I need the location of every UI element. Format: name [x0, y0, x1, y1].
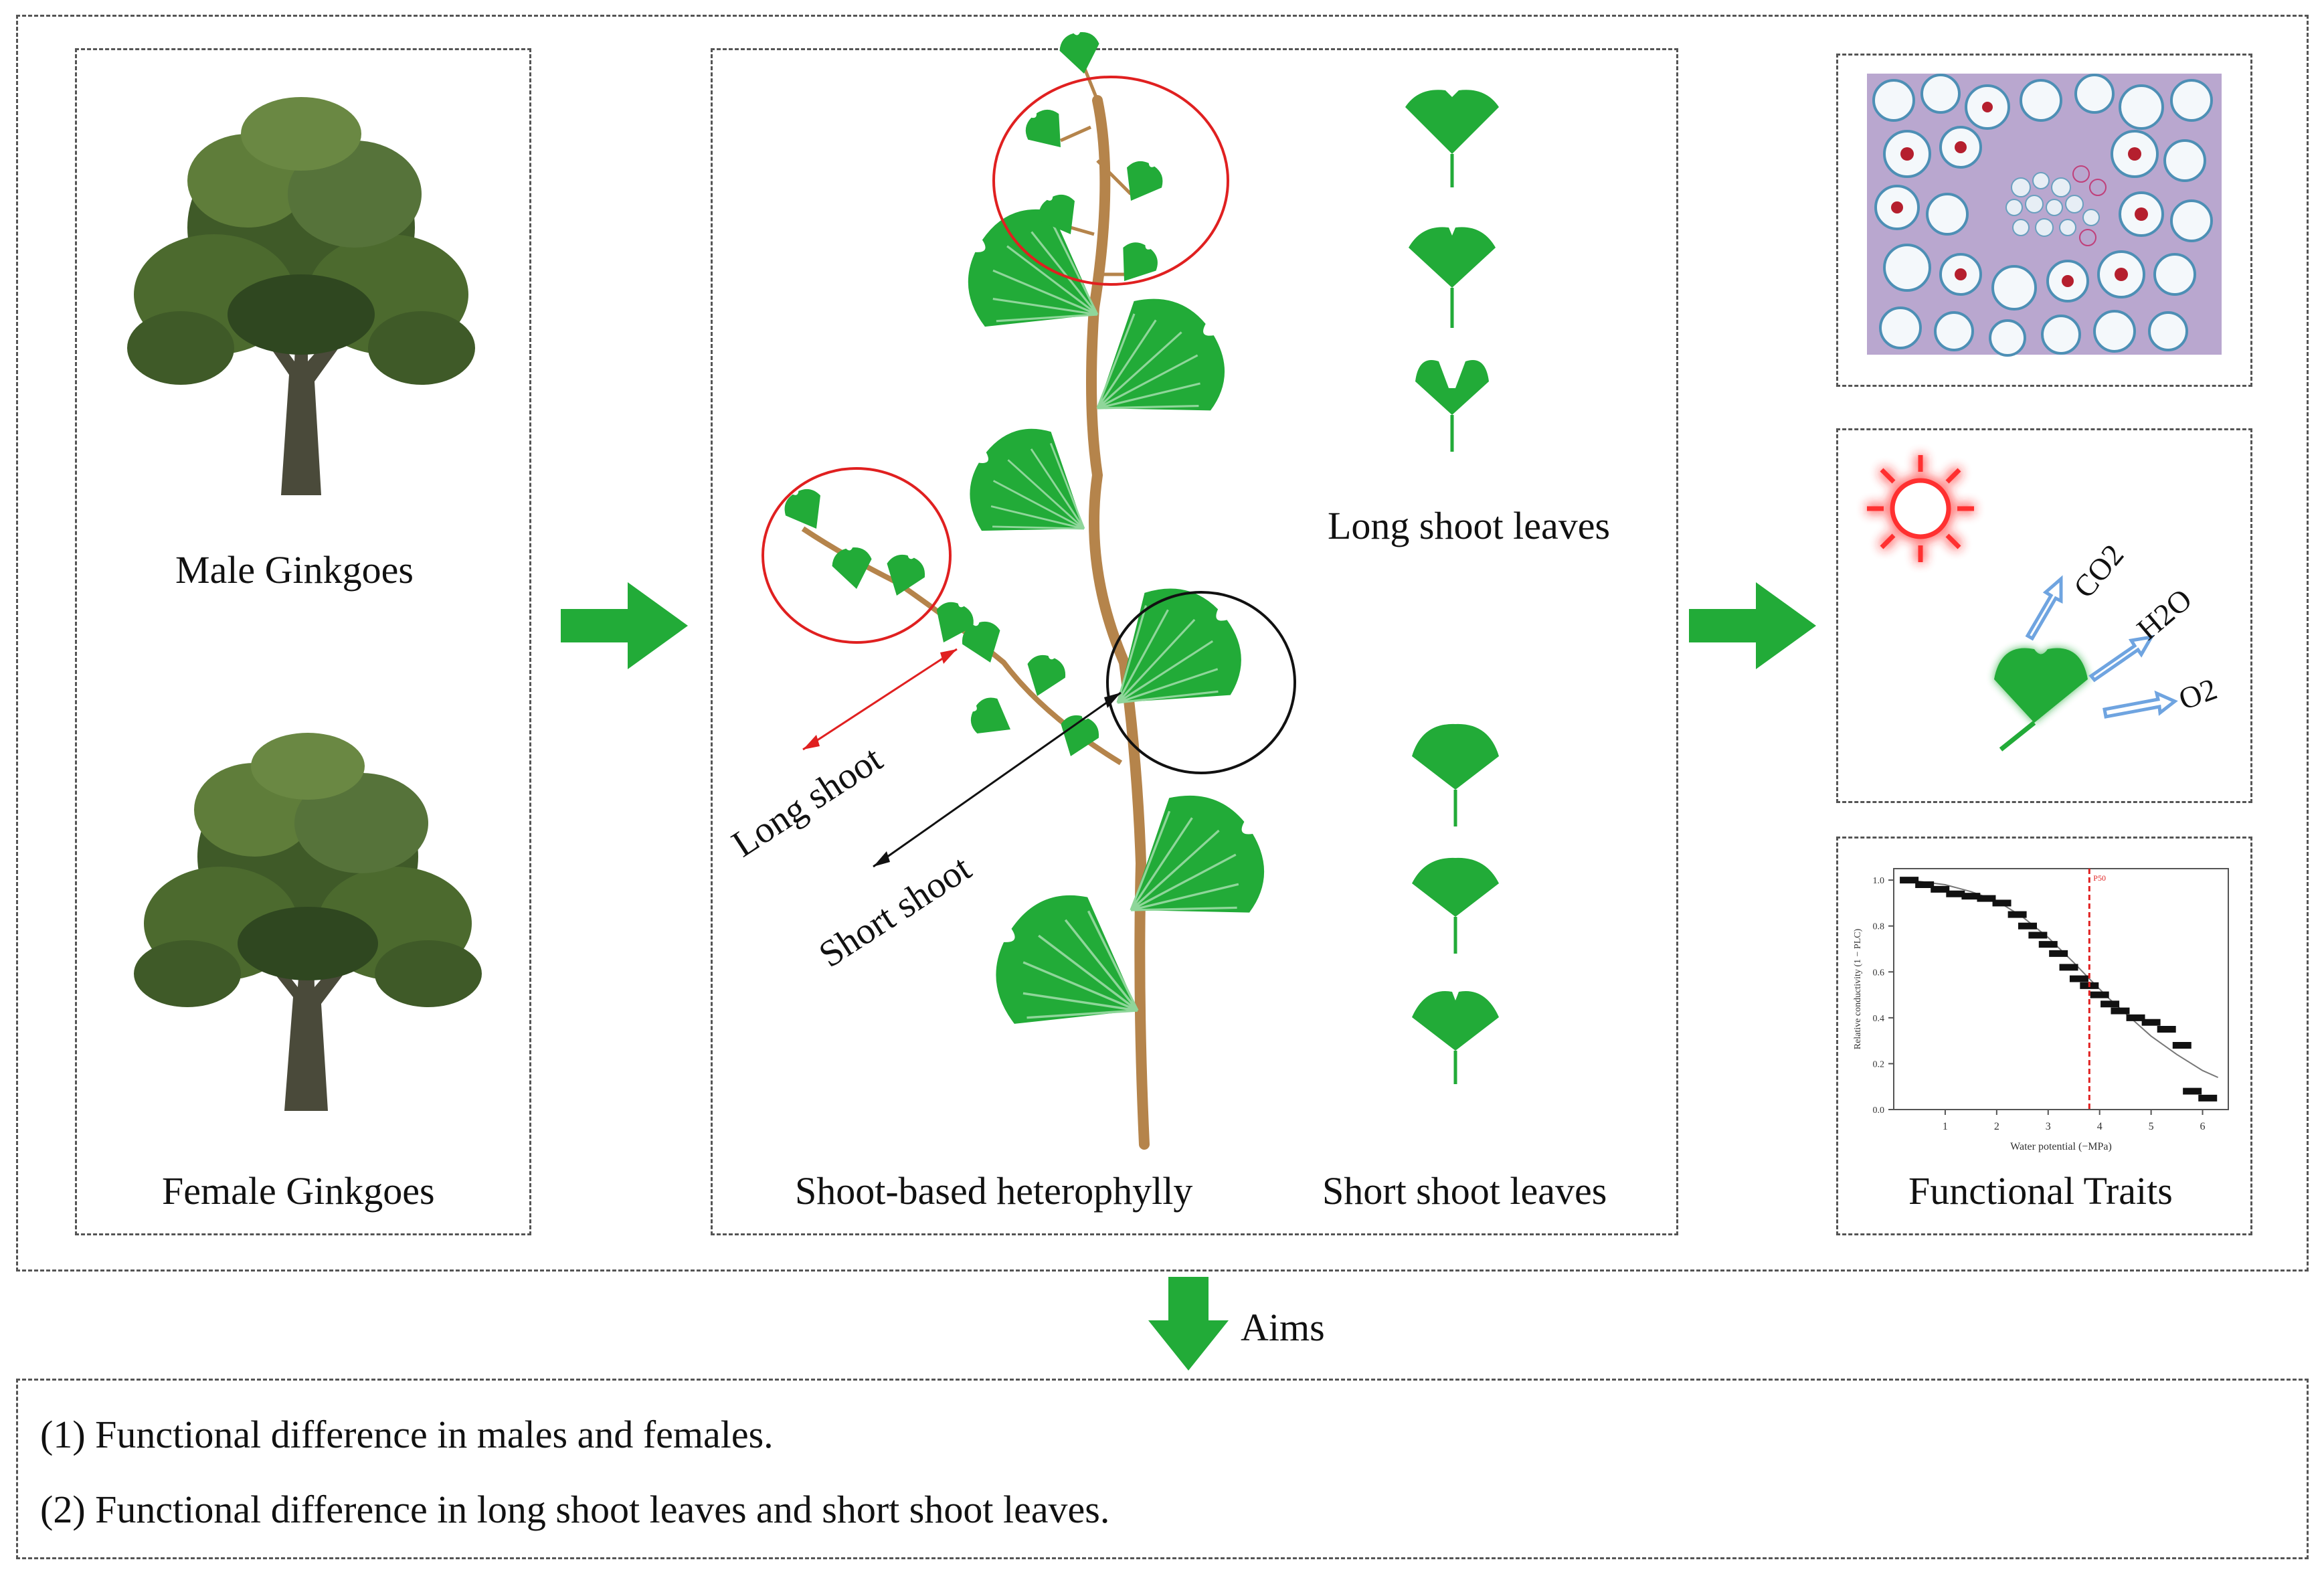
left-panel	[75, 48, 531, 1235]
short-shoot-highlight-circle	[1106, 591, 1296, 774]
long-shoot-leaf-icons	[1405, 90, 1499, 452]
data-point	[2126, 1014, 2145, 1021]
top-frame	[16, 15, 2309, 1272]
data-point	[2111, 1007, 2130, 1015]
long-shoot-leaves-label: Long shoot leaves	[1328, 504, 1611, 547]
data-point	[1900, 877, 1919, 884]
heterophylly-caption: Shoot-based heterophylly	[795, 1169, 1193, 1213]
tree-icon	[127, 97, 475, 495]
data-point	[1992, 899, 2012, 907]
male-ginkgoes-label: Male Ginkgoes	[175, 548, 414, 592]
long-shoot-highlight-circle	[992, 76, 1229, 286]
arrow-right-icon	[561, 582, 688, 669]
long-shoot-highlight-circle	[762, 467, 952, 644]
p50-line-label: P50	[2093, 873, 2106, 883]
arrow-down-icon	[1148, 1277, 1229, 1371]
data-point	[2028, 932, 2048, 939]
data-point	[2157, 1026, 2176, 1033]
x-axis-label: Water potential (−MPa)	[2010, 1141, 2112, 1152]
data-point	[2038, 941, 2058, 948]
data-point	[2018, 922, 2037, 930]
micrograph-panel	[1836, 54, 2252, 387]
short-shoot-leaves-label: Short shoot leaves	[1322, 1169, 1607, 1213]
sun-icon	[1867, 455, 1974, 562]
female-ginkgoes-label: Female Ginkgoes	[162, 1169, 435, 1213]
x-tick-label: 5	[2149, 1121, 2154, 1132]
x-tick-label: 2	[1994, 1121, 1999, 1132]
data-point	[1946, 890, 1965, 897]
data-point	[2007, 911, 2027, 918]
leaf-icon	[1994, 648, 2088, 752]
data-point	[2090, 991, 2109, 998]
plot-area	[1893, 868, 2229, 1110]
x-tick-label: 6	[2200, 1121, 2206, 1132]
vulnerability-panel	[1836, 837, 2252, 1235]
male-tree-illustration	[127, 97, 475, 495]
arrow-right-icon	[1689, 582, 1816, 669]
aim-item-1: (1) Functional difference in males and f…	[40, 1413, 774, 1456]
y-tick-label: 0.8	[1873, 922, 1885, 932]
data-point	[2183, 1087, 2202, 1095]
photosynthesis-diagram	[1867, 455, 2178, 752]
female-tree-illustration	[134, 733, 482, 1111]
x-tick-label: 3	[2046, 1121, 2051, 1132]
data-point	[2172, 1042, 2192, 1049]
aims-frame	[16, 1379, 2309, 1559]
data-point	[2049, 950, 2068, 957]
y-tick-label: 1.0	[1873, 876, 1885, 886]
gas-flow-arrows	[2025, 575, 2178, 719]
data-point	[1961, 893, 1981, 900]
y-axis-label: Relative conductivity (1 − PLC)	[1853, 928, 1863, 1049]
data-point	[2100, 1000, 2120, 1008]
data-point	[2059, 964, 2078, 971]
data-point	[1915, 881, 1935, 888]
functional-traits-caption: Functional Traits	[1908, 1169, 2173, 1213]
aim-item-2: (2) Functional difference in long shoot …	[40, 1488, 1110, 1531]
photosynthesis-panel	[1836, 428, 2252, 803]
y-tick-label: 0.6	[1873, 968, 1885, 978]
short-shoot-leaf-icons	[1412, 723, 1499, 1084]
x-tick-label: 1	[1943, 1121, 1948, 1132]
data-point	[2141, 1019, 2161, 1026]
x-tick-label: 4	[2097, 1121, 2103, 1132]
aims-label: Aims	[1241, 1306, 1325, 1349]
center-panel	[711, 48, 1678, 1235]
y-tick-label: 0.4	[1873, 1014, 1885, 1024]
data-point	[1977, 895, 1996, 902]
shoot-illustration	[762, 29, 1296, 1150]
data-point	[2198, 1094, 2218, 1102]
data-point	[2069, 975, 2088, 982]
y-tick-label: 0.2	[1873, 1059, 1885, 1069]
y-tick-label: 0.0	[1873, 1106, 1885, 1116]
data-point	[1931, 885, 1950, 893]
tree-icon	[134, 733, 482, 1111]
leaf-cross-section-micrograph	[1867, 74, 2222, 357]
